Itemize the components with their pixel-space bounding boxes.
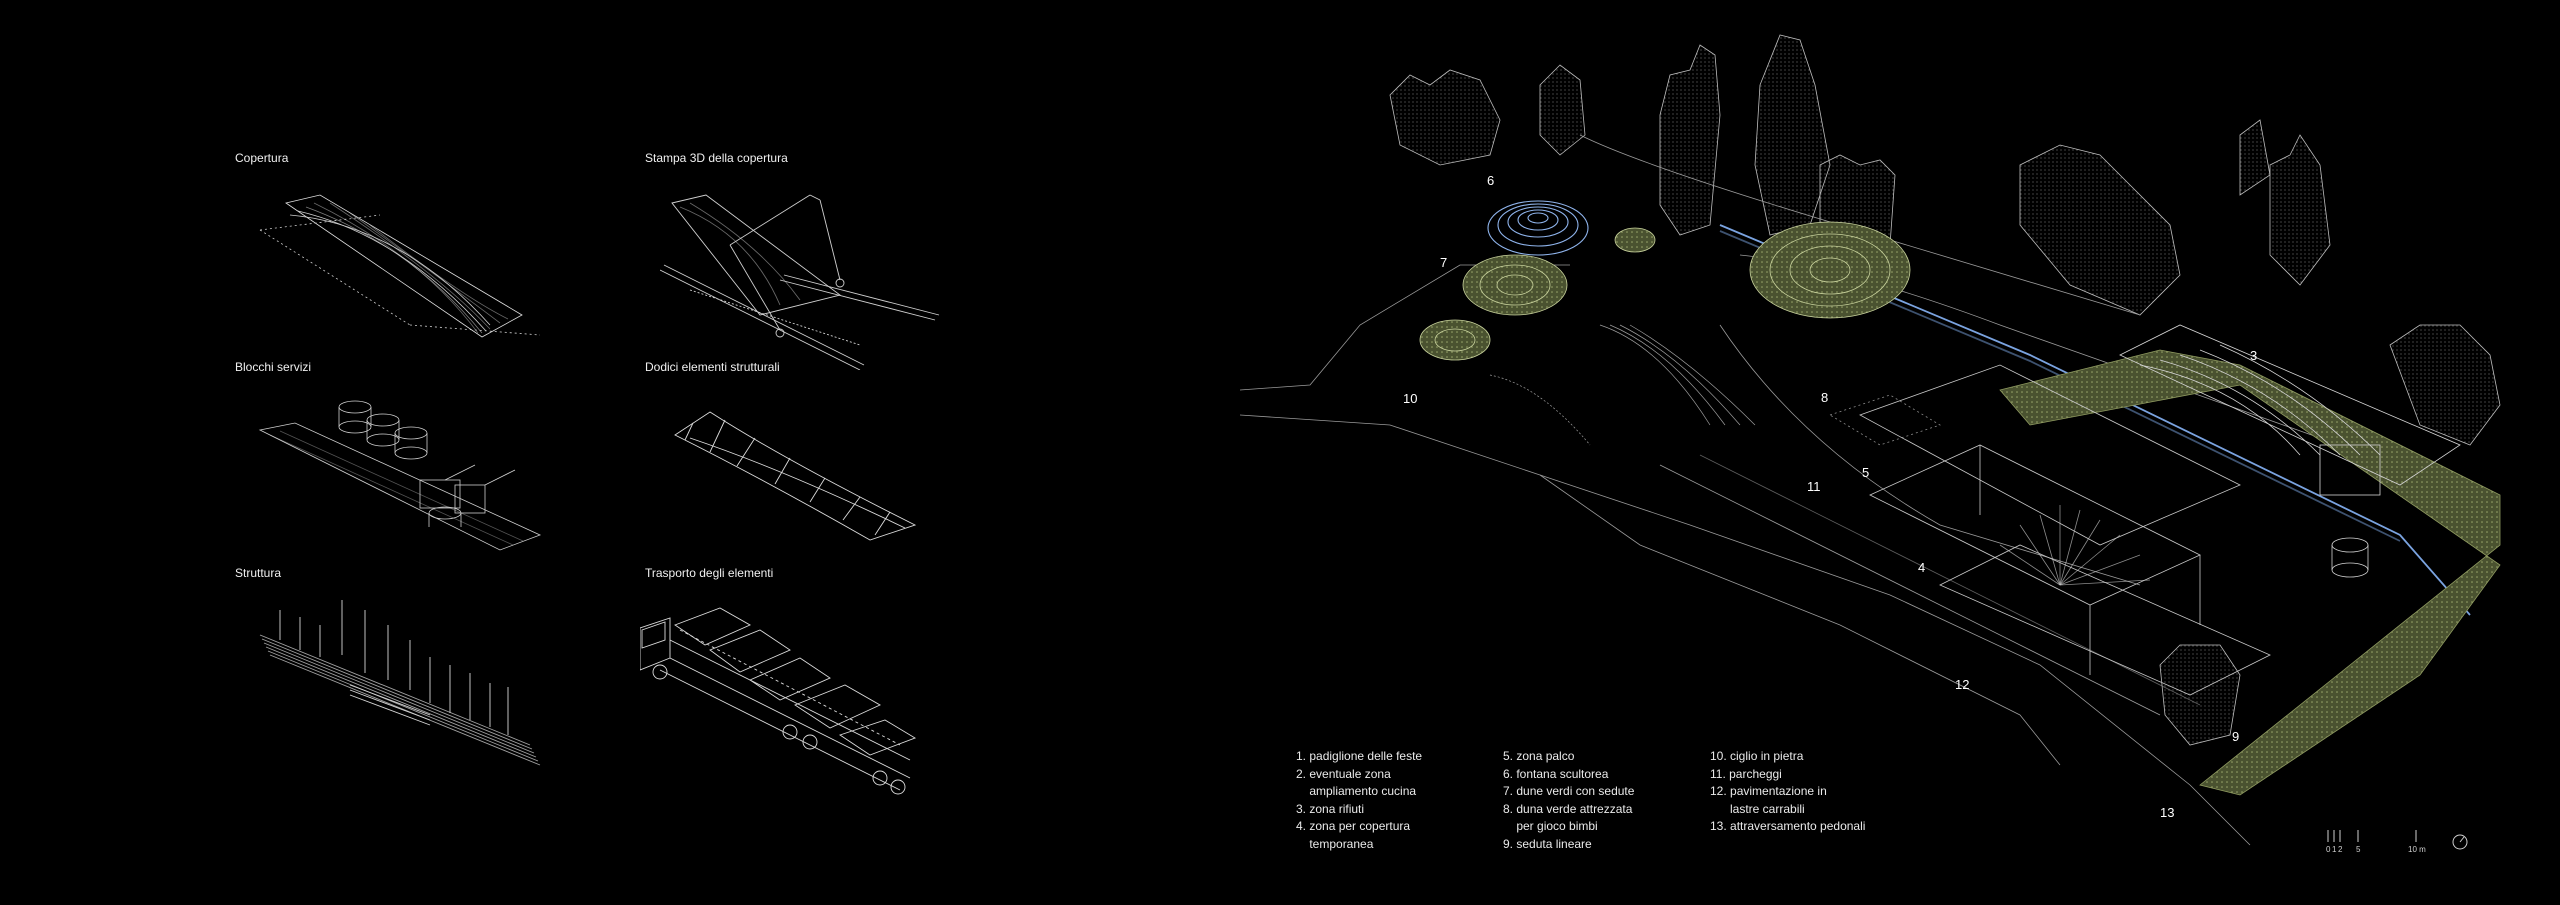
scale-tick-label: 2: [2338, 845, 2343, 854]
legend-item: 1. padiglione delle feste: [1296, 749, 1423, 763]
masterplan-axonometric: 3 4 5 6 7 8 9 10 11 12 13: [1240, 25, 2540, 865]
diagram-struttura: [250, 595, 550, 785]
scale-bar: 0 1 2 5 10 m: [2320, 828, 2470, 858]
diagram-copertura: [250, 185, 550, 360]
legend-item: 13. attraversamento pedonali: [1710, 819, 1866, 833]
legend-item: temporanea: [1296, 836, 1374, 851]
scale-tick-label: 0: [2326, 845, 2331, 854]
legend-item: 6. fontana scultorea: [1503, 766, 1609, 781]
legend-item: 5. zona palco: [1503, 749, 1575, 763]
plan-number: 7: [1440, 255, 1447, 270]
diagram-blocchi-servizi: [255, 395, 555, 555]
legend-item: 3. zona rifiuti: [1296, 801, 1365, 816]
scale-tick-label: 1: [2332, 845, 2337, 854]
plan-number: 4: [1918, 560, 1925, 575]
plan-number: 9: [2232, 729, 2239, 744]
legend-item: 4. zona per copertura: [1296, 819, 1411, 833]
diagram-stampa-3d: [660, 185, 960, 370]
plan-number: 10: [1403, 391, 1417, 406]
plan-number: 12: [1955, 677, 1969, 692]
plan-number: 13: [2160, 805, 2174, 820]
legend-item: ampliamento cucina: [1296, 784, 1417, 798]
legend-item: 10. ciglio in pietra: [1710, 749, 1804, 763]
plan-number: 8: [1821, 390, 1828, 405]
legend-item: lastre carrabili: [1710, 801, 1805, 816]
panel-label-trasporto: Trasporto degli elementi: [645, 566, 774, 580]
plan-number: 11: [1807, 479, 1821, 494]
legend-column-2: 5. zona palco 6. fontana scultorea 7. du…: [1503, 748, 1634, 853]
plan-number: 6: [1487, 173, 1494, 188]
legend-item: 9. seduta lineare: [1503, 836, 1592, 851]
north-arrow-icon: [2450, 832, 2470, 852]
legend-column-3: 10. ciglio in pietra 11. parcheggi 12. p…: [1710, 748, 1865, 836]
panel-label-dodici: Dodici elementi strutturali: [645, 360, 780, 374]
scale-tick-label: 5: [2356, 845, 2361, 854]
legend-item: 11. parcheggi: [1710, 766, 1782, 781]
legend-item: per gioco bimbi: [1503, 819, 1598, 833]
legend-item: 2. eventuale zona: [1296, 766, 1391, 781]
plan-number: 3: [2250, 348, 2257, 363]
panel-label-struttura: Struttura: [235, 566, 282, 580]
plan-number: 5: [1862, 465, 1869, 480]
panel-label-stampa: Stampa 3D della copertura: [645, 151, 788, 165]
scale-tick-label: 10 m: [2408, 845, 2426, 854]
panel-label-copertura: Copertura: [235, 151, 289, 165]
legend-item: 12. pavimentazione in: [1710, 784, 1827, 798]
diagram-dodici-elementi: [665, 400, 925, 550]
legend-item: 8. duna verde attrezzata: [1503, 801, 1633, 816]
legend-item: 7. dune verdi con sedute: [1503, 784, 1635, 798]
legend-column-1: 1. padiglione delle feste 2. eventuale z…: [1296, 748, 1422, 853]
diagram-trasporto: [640, 600, 930, 805]
panel-label-blocchi: Blocchi servizi: [235, 360, 312, 374]
